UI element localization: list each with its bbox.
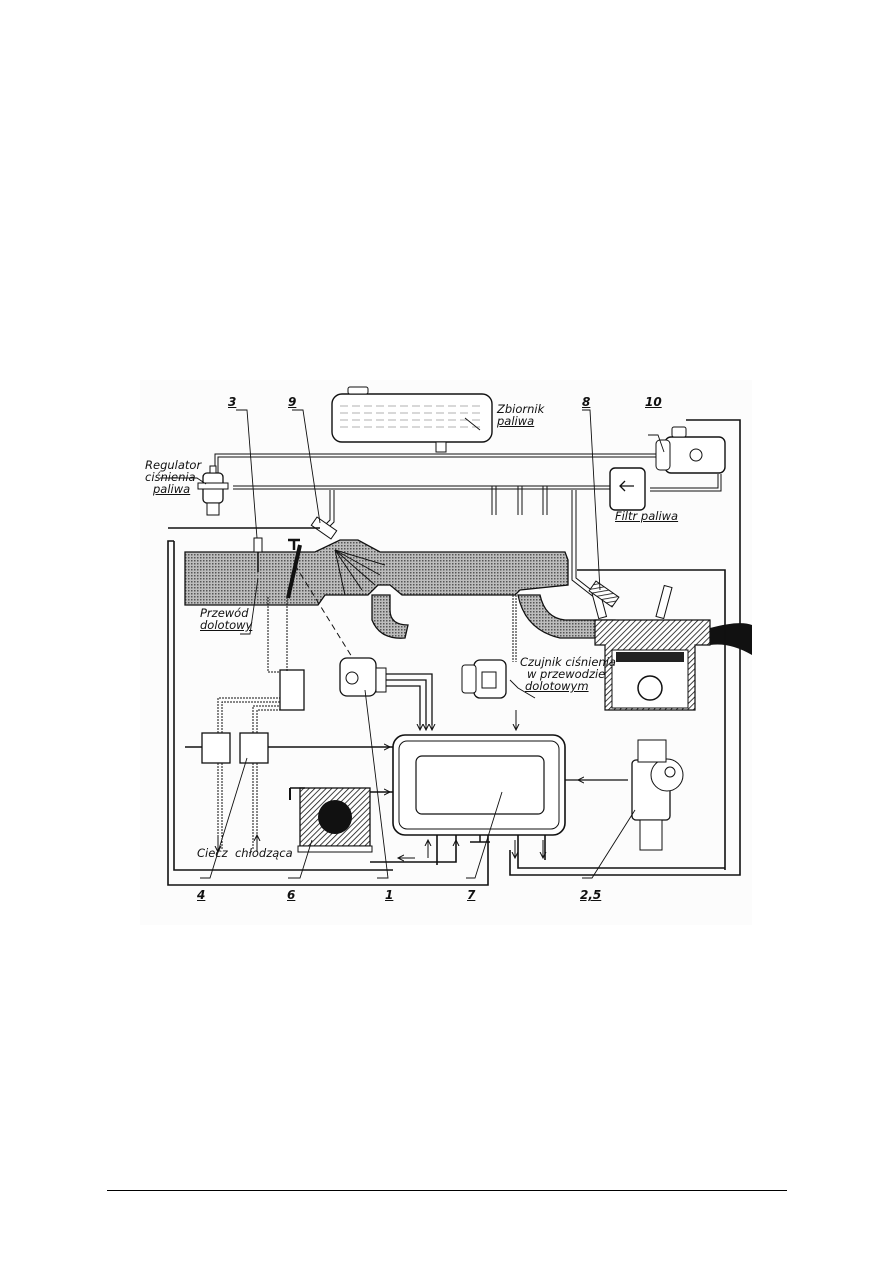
distributor xyxy=(565,739,684,851)
signal-arrows xyxy=(218,710,543,858)
intake-manifold-label-line2: dolotowy xyxy=(200,618,253,632)
map-sensor-label-line1: Czujnik ciśnienia xyxy=(520,655,616,669)
map-sensor xyxy=(461,595,517,699)
callout-1: 1 xyxy=(385,888,394,902)
map-sensor-label-line3: dolotowym xyxy=(525,679,589,693)
fuel-filter-label: Filtr paliwa xyxy=(615,509,679,523)
callout-9: 9 xyxy=(288,395,297,409)
callout-3: 3 xyxy=(228,395,237,409)
intake-manifold-label-line1: Przewód xyxy=(200,606,249,620)
fuel-tank-label-line1: Zbiornik xyxy=(497,402,545,416)
injector-central xyxy=(310,516,338,540)
footer-rule xyxy=(107,1190,787,1191)
pressure-regulator-label-line3: paliwa xyxy=(153,482,191,496)
idle-valve xyxy=(288,538,300,550)
intake-manifold xyxy=(184,539,616,671)
callout-7: 7 xyxy=(467,888,476,902)
ecu xyxy=(392,734,566,836)
fuel-tank xyxy=(331,386,493,453)
fuel-lines xyxy=(214,453,722,599)
pressure-regulator-label: Regulator ciśnienia paliwa xyxy=(145,459,201,495)
diagram-drawing xyxy=(160,386,752,886)
callout-10: 10 xyxy=(645,395,662,409)
fuel-tank-label-line2: paliwa xyxy=(497,414,535,428)
pressure-regulator-label-line2: ciśnienia xyxy=(145,470,196,484)
callout-8: 8 xyxy=(582,395,591,409)
pressure-regulator-label-line1: Regulator xyxy=(145,458,202,472)
fuel-injection-diagram: Zbiornik paliwa Regulator ciśnienia pali… xyxy=(140,380,752,925)
map-sensor-label-line2: w przewodzie xyxy=(527,667,606,681)
callout-6: 6 xyxy=(287,888,296,902)
leader-lines xyxy=(160,409,665,879)
battery xyxy=(289,787,373,853)
wiring xyxy=(167,527,725,886)
fuel-pump xyxy=(509,419,741,876)
coolant-label: Ciecz chłodząca xyxy=(197,846,293,860)
pressure-regulator xyxy=(197,465,229,516)
fuel-filter xyxy=(609,467,646,511)
fuel-tank-label: Zbiornik paliwa xyxy=(497,403,544,427)
callout-2-5: 2,5 xyxy=(580,888,602,902)
coolant-sensors xyxy=(201,597,305,850)
engine-cylinder xyxy=(577,569,752,870)
callout-4: 4 xyxy=(197,888,206,902)
map-sensor-label: Czujnik ciśnienia w przewodzie dolotowym xyxy=(520,656,616,692)
temperature-sensor xyxy=(253,537,263,572)
intake-manifold-label: Przewód dolotowy xyxy=(200,607,252,631)
throttle-sensor xyxy=(339,657,433,725)
